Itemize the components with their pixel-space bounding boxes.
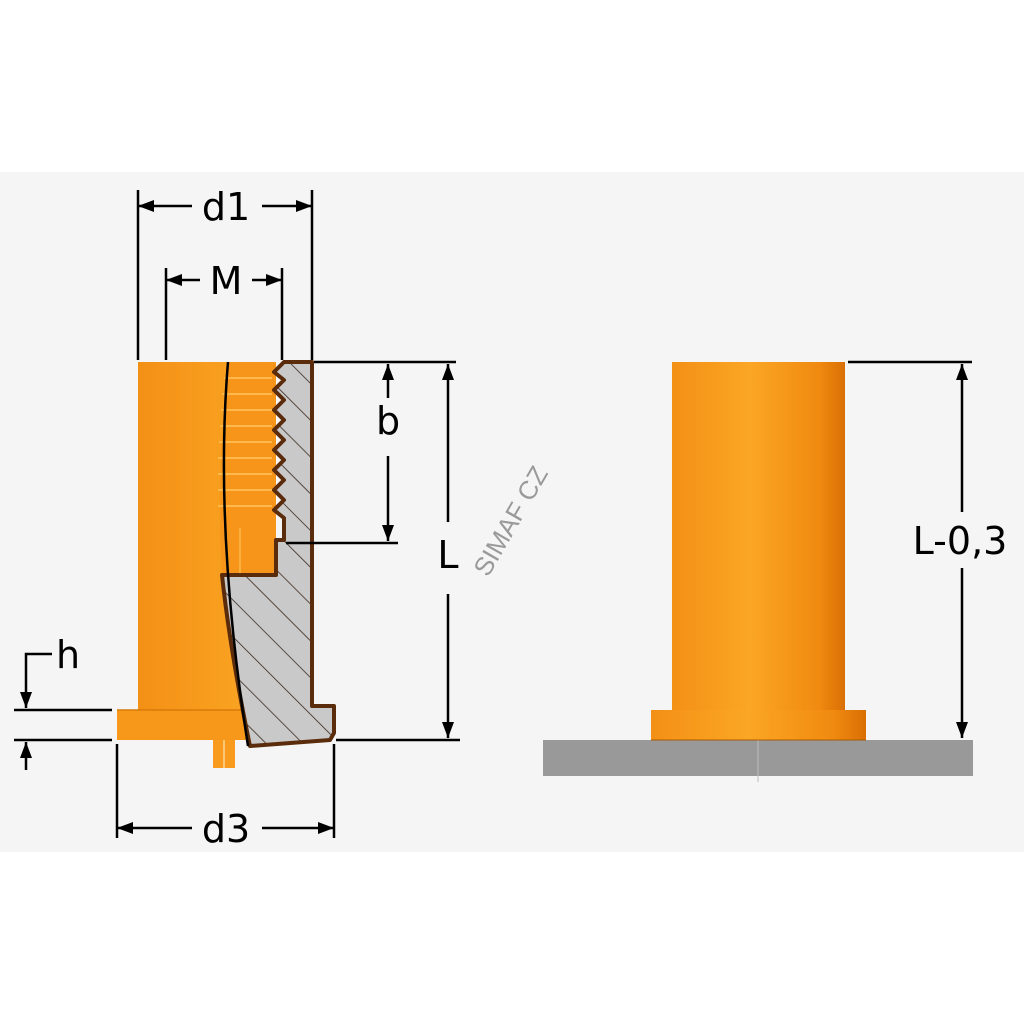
dimension-l [336, 364, 460, 742]
label-l-minus: L-0,3 [913, 519, 1008, 563]
installed-insert-view [543, 362, 973, 782]
insert-body [138, 362, 246, 710]
sectioned-insert-view [117, 360, 336, 768]
dimension-b [286, 360, 456, 545]
dimension-m [164, 268, 284, 360]
label-b: b [376, 399, 400, 443]
cross-section-hatch [220, 360, 336, 748]
thread-lines [218, 377, 272, 507]
installed-flange [651, 710, 866, 740]
dimension-d1 [136, 190, 314, 360]
insert-flange [117, 710, 250, 740]
dimension-l-minus [848, 360, 972, 738]
installed-body [672, 362, 845, 710]
label-m: M [210, 259, 243, 303]
dimension-h [14, 652, 112, 770]
thread-bore [220, 362, 276, 575]
label-l: L [437, 533, 458, 577]
label-d1: d1 [202, 185, 250, 229]
label-d3: d3 [202, 807, 250, 851]
dimension-d3 [115, 744, 336, 838]
section-curve [222, 361, 250, 747]
label-h: h [56, 633, 80, 677]
